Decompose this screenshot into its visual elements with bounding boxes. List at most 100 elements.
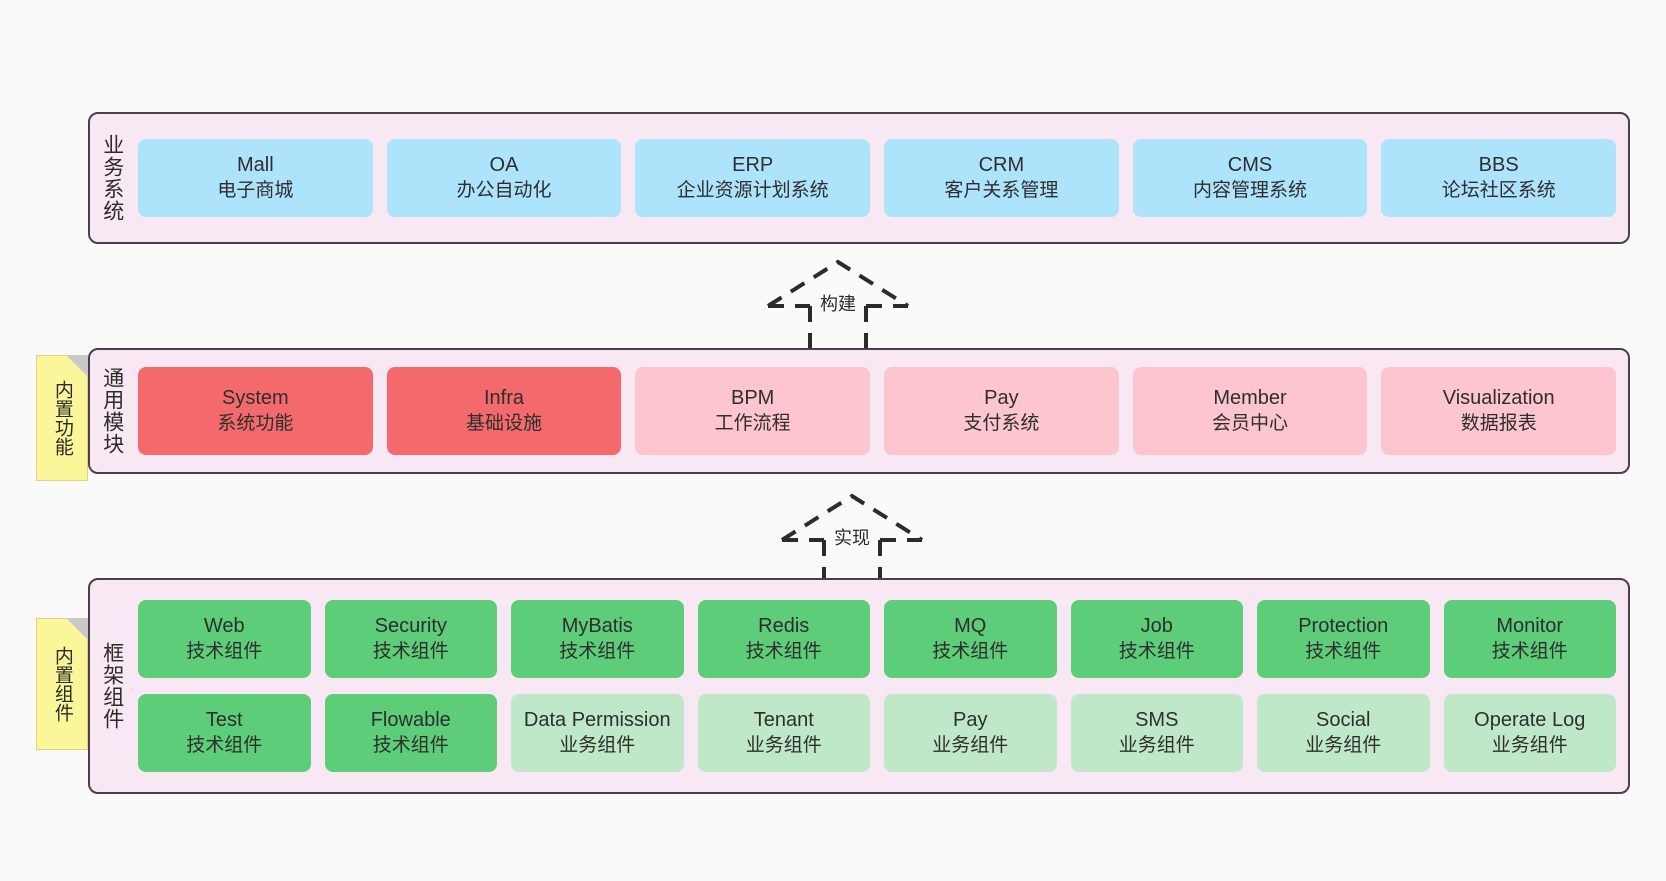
card-subtitle-cn: 技术组件 xyxy=(745,640,822,662)
card-subtitle-cn: 业务组件 xyxy=(559,734,636,756)
card-title-en: Security xyxy=(374,615,447,638)
card-title-en: System xyxy=(221,387,289,410)
card-title-en: Infra xyxy=(483,387,525,410)
layer-framework-components-label: 框架组件 xyxy=(100,642,124,730)
card-subtitle-cn: 技术组件 xyxy=(186,640,263,662)
card-title-en: Mall xyxy=(237,154,274,177)
sticky-note-builtin-components: 内置组件 xyxy=(36,618,88,750)
card-title-en: OA xyxy=(489,154,519,177)
card-title-en: Web xyxy=(203,615,245,638)
card-subtitle-cn: 基础设施 xyxy=(466,412,543,434)
card-title-en: Operate Log xyxy=(1474,709,1586,732)
card-subtitle-cn: 业务组件 xyxy=(1118,734,1195,756)
card-subtitle-cn: 技术组件 xyxy=(372,640,449,662)
card-title-en: Visualization xyxy=(1442,387,1555,410)
layer-business-systems-label: 业务系统 xyxy=(100,134,124,222)
card-subtitle-cn: 技术组件 xyxy=(932,640,1009,662)
card-title-en: Member xyxy=(1213,387,1287,410)
connector-implement: 实现 xyxy=(772,490,932,586)
card-title-en: Tenant xyxy=(753,709,814,732)
card-subtitle-cn: 企业资源计划系统 xyxy=(676,179,829,201)
card-title-en: Pay xyxy=(953,709,988,732)
card-title-en: Redis xyxy=(758,615,810,638)
card-subtitle-cn: 技术组件 xyxy=(559,640,636,662)
card-subtitle-cn: 客户关系管理 xyxy=(944,179,1059,201)
card-subtitle-cn: 支付系统 xyxy=(963,412,1040,434)
card-subtitle-cn: 数据报表 xyxy=(1460,412,1537,434)
card-subtitle-cn: 技术组件 xyxy=(1118,640,1195,662)
card-subtitle-cn: 论坛社区系统 xyxy=(1441,179,1556,201)
card-title-en: SMS xyxy=(1135,709,1179,732)
layer-common-modules-label: 通用模块 xyxy=(100,367,124,455)
card-title-en: Pay xyxy=(984,387,1019,410)
card-subtitle-cn: 技术组件 xyxy=(372,734,449,756)
card-title-en: Test xyxy=(205,709,243,732)
card-title-en: Protection xyxy=(1298,615,1389,638)
card-subtitle-cn: 业务组件 xyxy=(745,734,822,756)
card-title-en: CRM xyxy=(978,154,1025,177)
card-subtitle-cn: 内容管理系统 xyxy=(1193,179,1308,201)
card-subtitle-cn: 电子商城 xyxy=(217,179,294,201)
card-title-en: Flowable xyxy=(370,709,451,732)
card-title-en: BBS xyxy=(1478,154,1519,177)
card-subtitle-cn: 业务组件 xyxy=(1491,734,1568,756)
card-title-en: Job xyxy=(1140,615,1173,638)
card-title-en: MyBatis xyxy=(561,615,633,638)
card-subtitle-cn: 技术组件 xyxy=(1305,640,1382,662)
card-title-en: BPM xyxy=(731,387,775,410)
connector-build: 构建 xyxy=(758,256,918,352)
card-subtitle-cn: 系统功能 xyxy=(217,412,294,434)
card-title-en: ERP xyxy=(732,154,774,177)
card-title-en: Social xyxy=(1316,709,1371,732)
card-title-en: MQ xyxy=(954,615,987,638)
card-subtitle-cn: 技术组件 xyxy=(186,734,263,756)
card-subtitle-cn: 会员中心 xyxy=(1212,412,1289,434)
card-title-en: Data Permission xyxy=(523,709,671,732)
sticky-note-builtin-features: 内置功能 xyxy=(36,355,88,481)
card-subtitle-cn: 工作流程 xyxy=(714,412,791,434)
card-subtitle-cn: 业务组件 xyxy=(932,734,1009,756)
card-subtitle-cn: 办公自动化 xyxy=(456,179,552,201)
card-subtitle-cn: 业务组件 xyxy=(1305,734,1382,756)
card-subtitle-cn: 技术组件 xyxy=(1491,640,1568,662)
card-title-en: Monitor xyxy=(1496,615,1564,638)
